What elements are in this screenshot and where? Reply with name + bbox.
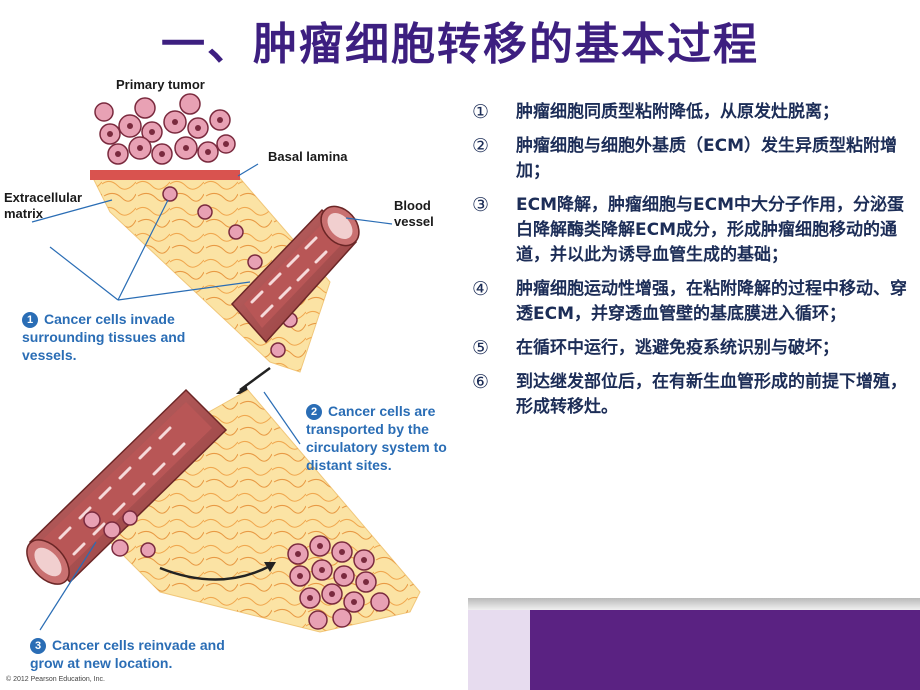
page-title: 一、肿瘤细胞转移的基本过程 <box>161 19 759 70</box>
step-number-badge: 2 <box>306 404 322 420</box>
extravasating-cells <box>83 510 156 558</box>
label-extracellular-matrix: Extracellular matrix <box>4 190 83 221</box>
figure-step-text: Cancer cells invade surrounding tissues … <box>22 311 186 363</box>
step-marker: ⑤ <box>472 337 490 359</box>
process-step: ② 肿瘤细胞与细胞外基质（ECM）发生异质型粘附增加； <box>468 134 914 184</box>
process-step: ① 肿瘤细胞同质型粘附降低，从原发灶脱离； <box>468 100 914 125</box>
metastasis-illustration <box>26 93 421 633</box>
footer-gradient-strip <box>468 598 920 610</box>
step-marker: ② <box>472 135 490 157</box>
label-blood-vessel: Blood vessel <box>394 198 434 229</box>
basal-lamina <box>90 170 240 180</box>
process-step: ⑤ 在循环中运行，逃避免疫系统识别与破坏； <box>468 336 914 361</box>
process-step: ④ 肿瘤细胞运动性增强，在粘附降解的过程中移动、穿透ECM，并穿透血管壁的基底膜进… <box>468 277 914 327</box>
label-primary-tumor: Primary tumor <box>116 77 205 92</box>
upper-blood-vessel <box>230 205 360 344</box>
step-text: 肿瘤细胞运动性增强，在粘附降解的过程中移动、穿透ECM，并穿透血管壁的基底膜进入… <box>516 279 907 324</box>
step-marker: ① <box>472 101 490 123</box>
transport-arrow <box>236 366 271 394</box>
step-number-badge: 1 <box>22 312 38 328</box>
footer-lilac-block <box>468 610 530 690</box>
step-text: 肿瘤细胞同质型粘附降低，从原发灶脱离； <box>516 102 839 122</box>
step-text: 肿瘤细胞与细胞外基质（ECM）发生异质型粘附增加； <box>516 136 898 181</box>
step-text: 在循环中运行，逃避免疫系统识别与破坏； <box>516 338 839 358</box>
label-basal-lamina: Basal lamina <box>268 149 348 164</box>
figure-step-text: Cancer cells reinvade and grow at new lo… <box>30 637 225 671</box>
lower-blood-vessel <box>26 388 228 585</box>
footer-purple-block <box>530 610 920 690</box>
process-step: ③ ECM降解，肿瘤细胞与ECM中大分子作用，分泌蛋白降解酶类降解ECM成分，形成… <box>468 193 914 268</box>
slide-footer-decoration <box>468 598 920 690</box>
process-step: ⑥ 到达继发部位后，在有新生血管形成的前提下增殖，形成转移灶。 <box>468 370 914 420</box>
figure-step-text: Cancer cells are transported by the circ… <box>306 403 447 473</box>
primary-tumor-cluster <box>94 93 236 165</box>
step-marker: ⑥ <box>472 371 490 393</box>
step-marker: ④ <box>472 278 490 300</box>
metastasis-figure: Primary tumor Basal lamina Extracellular… <box>0 72 462 690</box>
reinvade-arrow <box>159 564 271 581</box>
step-marker: ③ <box>472 194 490 216</box>
step-number-badge: 3 <box>30 638 46 654</box>
step-text: ECM降解，肿瘤细胞与ECM中大分子作用，分泌蛋白降解酶类降解ECM成分，形成肿… <box>516 195 905 265</box>
process-steps-list: ① 肿瘤细胞同质型粘附降低，从原发灶脱离； ② 肿瘤细胞与细胞外基质（ECM）发生异… <box>468 100 914 429</box>
step-text: 到达继发部位后，在有新生血管形成的前提下增殖，形成转移灶。 <box>516 372 907 417</box>
figure-copyright: © 2012 Pearson Education, Inc. <box>6 676 105 683</box>
